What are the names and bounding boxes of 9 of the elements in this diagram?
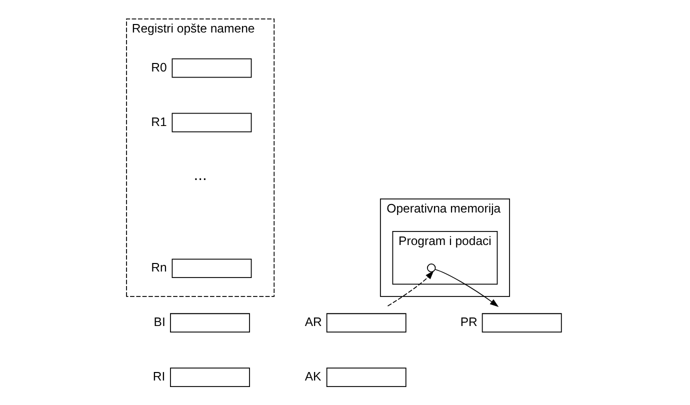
node-label: BI (153, 315, 165, 330)
node-label: R1 (150, 114, 166, 129)
node-label: RI (152, 370, 165, 384)
label: ... (193, 167, 206, 184)
node-label: Rn (150, 260, 166, 275)
node-label: R0 (150, 60, 166, 74)
node-label: AR (304, 315, 322, 330)
node-label: PR (460, 315, 477, 330)
node-label: AK (304, 370, 321, 384)
